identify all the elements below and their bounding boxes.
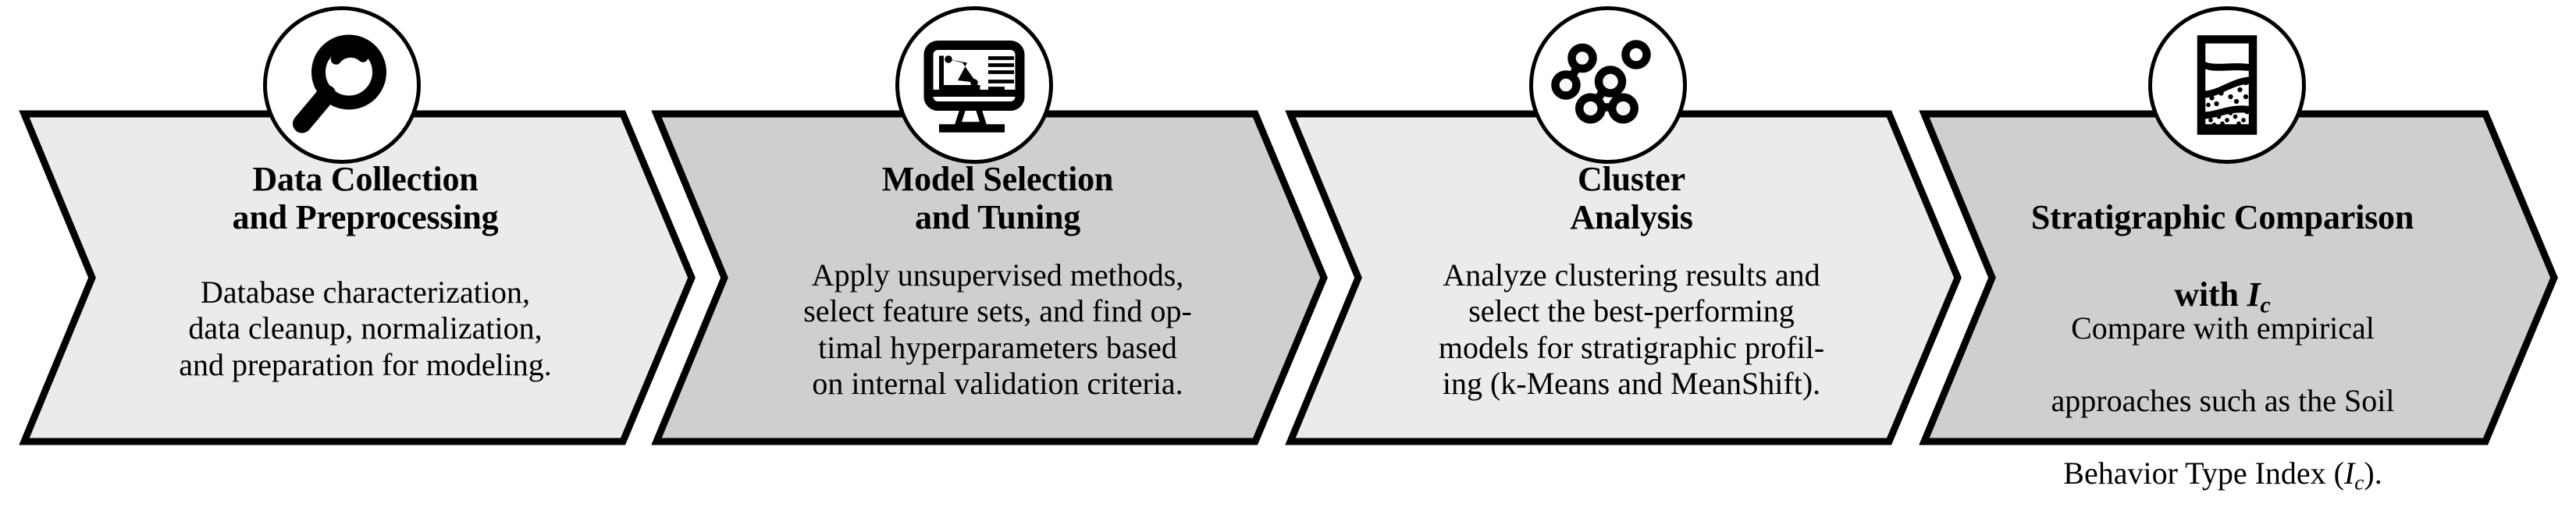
soil-core-icon-badge [2148, 6, 2306, 164]
chevron-polygon-1 [19, 110, 696, 445]
stage-title-4-line2: with Ic [1949, 275, 2496, 318]
chevron-polygon-3 [1285, 110, 1962, 445]
soil-core-icon [2197, 35, 2258, 135]
process-flow-diagram: Data Collection and Preprocessing Databa… [19, 0, 2576, 495]
magnifier-icon-badge [263, 6, 421, 164]
stage-title-4-symbol: I [2247, 275, 2261, 314]
stage-body-4-line2: approaches such as the Soil [2051, 383, 2395, 419]
process-stage-3[interactable]: Cluster Analysis Analyze clustering resu… [1285, 0, 1962, 463]
stage-title-4-symbol-sub: c [2260, 292, 2271, 318]
magnifier-icon [293, 34, 386, 133]
monitor-chart-icon [923, 41, 1025, 133]
cluster-nodes-icon [1551, 40, 1651, 124]
stage-title-4: Stratigraphic Comparison with Ic [1949, 160, 2496, 356]
stage-body-4-line3: Behavior Type Index (Ic). [1936, 456, 2510, 495]
stage-body-4: Compare with empirical approaches such a… [1936, 275, 2510, 532]
stage-title-2: Model Selection and Tuning [881, 160, 1114, 237]
chevron-shape-4 [1919, 0, 2576, 463]
stage-body-4-symbol-sub: c [2354, 470, 2364, 495]
stage-body-4-line1: Compare with empirical [2071, 310, 2375, 346]
chevron-polygon-4 [1919, 110, 2558, 445]
chevron-shape-1 [19, 0, 696, 463]
chevron-shape-2 [651, 0, 1328, 463]
process-stage-2[interactable]: Model Selection and Tuning Apply unsuper… [651, 0, 1328, 463]
process-stage-4[interactable]: Stratigraphic Comparison with Ic Compare… [1919, 0, 2576, 495]
chevron-polygon-2 [651, 110, 1328, 445]
stage-body-1: Database characterization, data cleanup,… [179, 275, 552, 382]
stage-body-4-symbol: I [2343, 455, 2355, 491]
stage-body-3: Analyze clustering results and select th… [1438, 257, 1825, 402]
cluster-nodes-icon-badge [1529, 6, 1687, 164]
monitor-chart-icon-badge [895, 6, 1053, 164]
stage-title-1: Data Collection and Preprocessing [232, 160, 499, 237]
process-stage-1[interactable]: Data Collection and Preprocessing Databa… [19, 0, 696, 463]
stage-title-4-line1: Stratigraphic Comparison [2030, 198, 2414, 237]
stage-body-2: Apply unsupervised methods, select featu… [803, 257, 1192, 402]
stage-body-4-line3-suffix: ). [2364, 455, 2382, 491]
chevron-shape-3 [1285, 0, 1962, 463]
stage-title-4-with: with [2174, 275, 2247, 314]
stage-title-3: Cluster Analysis [1570, 160, 1693, 237]
stage-body-4-line3-prefix: Behavior Type Index ( [2063, 455, 2344, 491]
